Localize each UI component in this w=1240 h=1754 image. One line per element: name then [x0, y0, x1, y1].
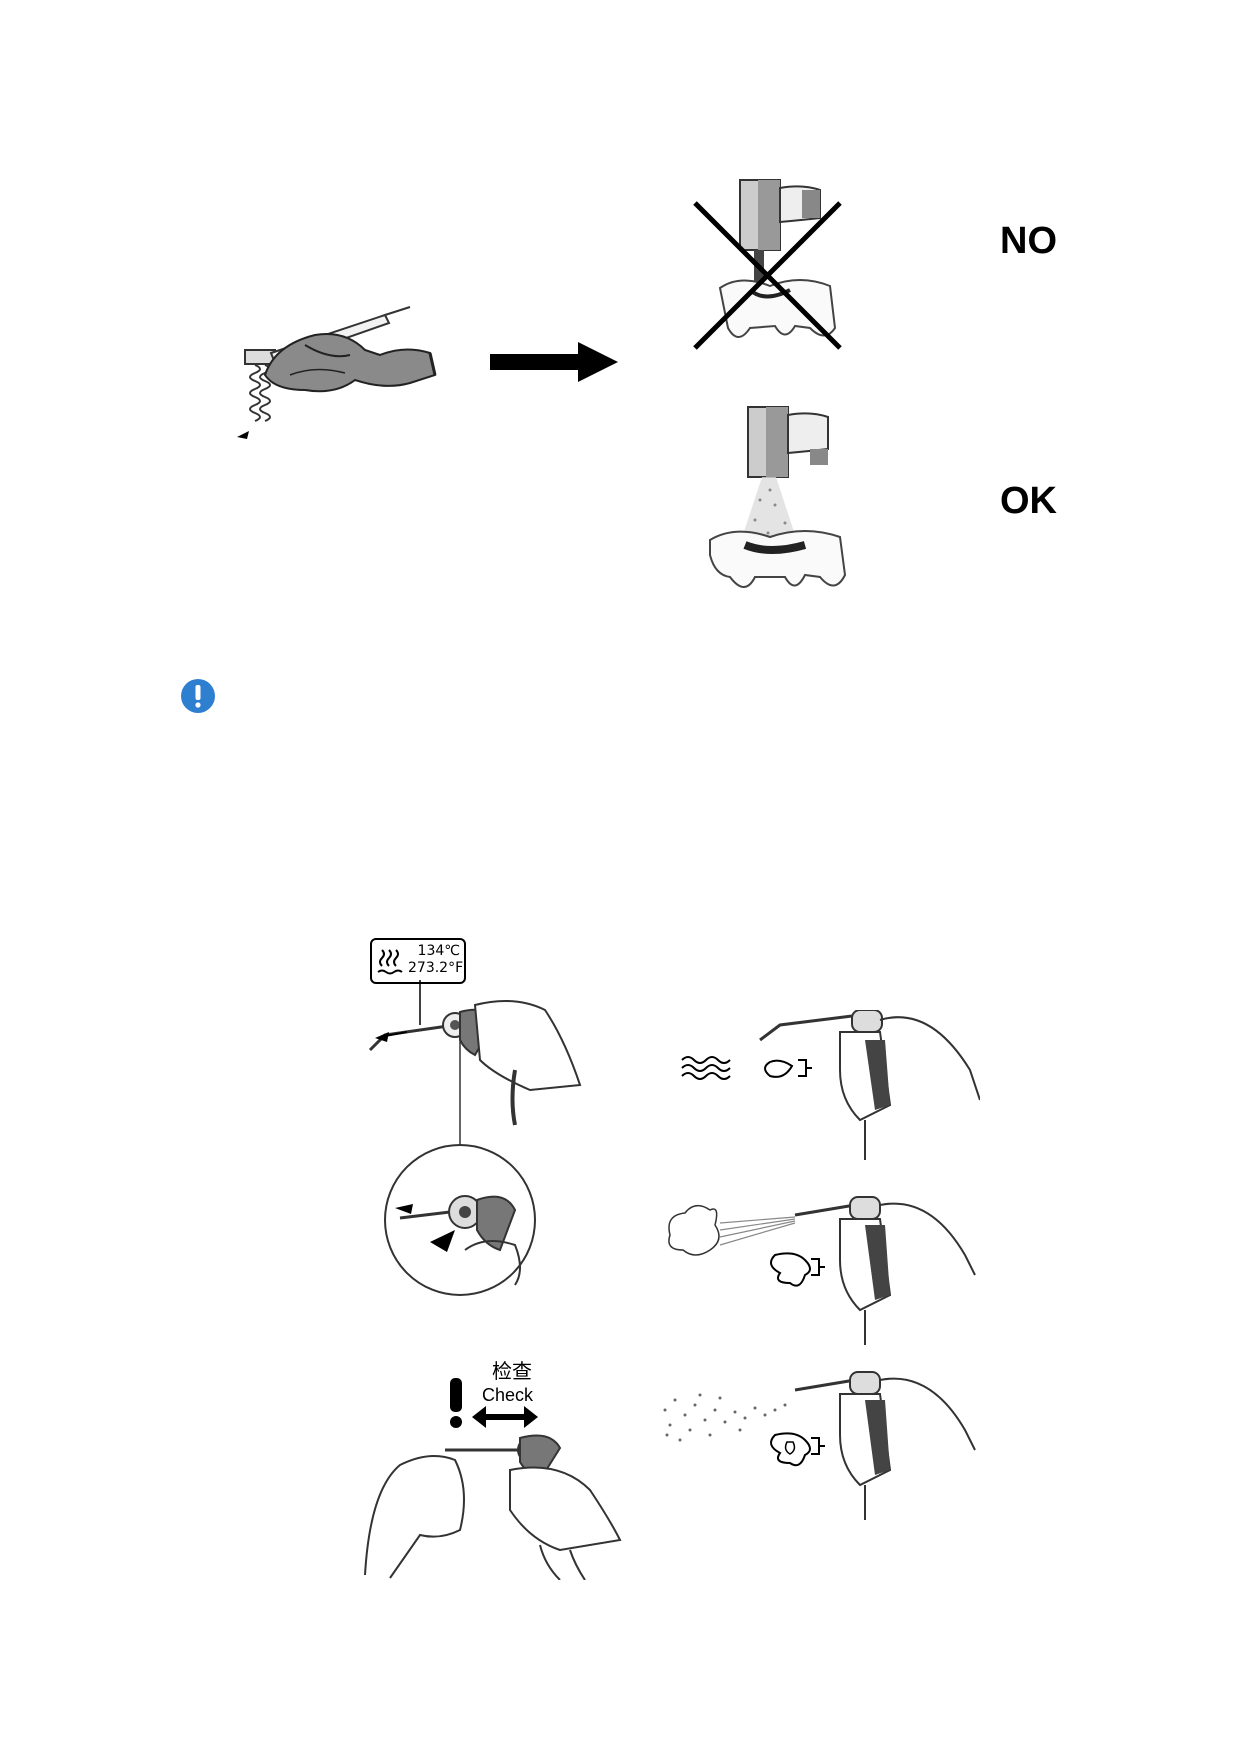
temperature-celsius: 134℃ — [417, 943, 460, 959]
no-label: NO — [1000, 220, 1057, 262]
double-arrow-icon — [472, 1406, 538, 1428]
check-label-english: Check — [482, 1385, 534, 1405]
handpiece-hand-illustration — [235, 305, 455, 445]
ok-label: OK — [1000, 480, 1057, 522]
exclamation-circle-icon — [180, 678, 216, 714]
correct-usage-illustration — [700, 405, 860, 605]
check-tip-illustration — [360, 1430, 630, 1580]
sterilization-badge: 134℃ 273.2°F — [370, 938, 466, 984]
spray-function-illustration — [655, 1370, 980, 1520]
check-label-chinese: 检查 — [492, 1359, 532, 1383]
direction-arrow — [490, 342, 620, 382]
temperature-fahrenheit: 273.2°F — [408, 960, 464, 976]
warning-exclamation-icon — [446, 1378, 466, 1428]
wrong-usage-illustration — [690, 178, 860, 353]
water-function-illustration — [680, 1010, 980, 1160]
remove-tip-illustration — [365, 980, 595, 1310]
air-function-illustration — [665, 1195, 980, 1345]
steam-icon — [376, 946, 406, 976]
